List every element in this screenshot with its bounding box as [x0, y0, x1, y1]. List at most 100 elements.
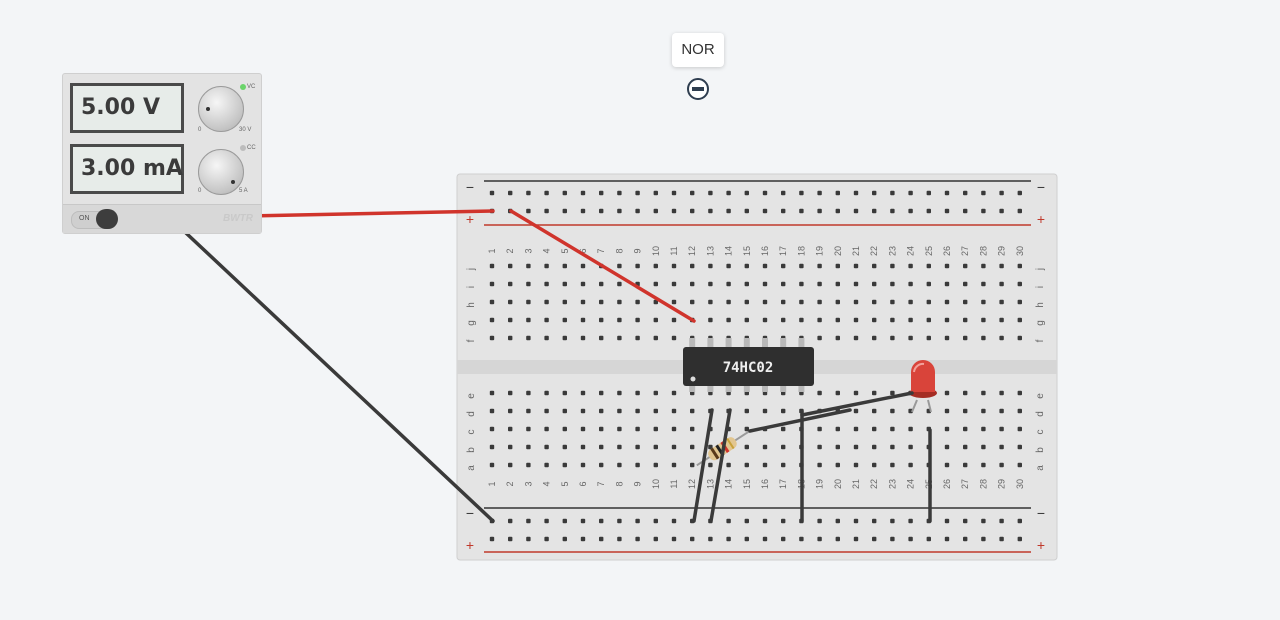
breadboard-hole[interactable] — [872, 263, 877, 269]
breadboard-hole[interactable] — [508, 317, 513, 323]
breadboard-hole[interactable] — [635, 190, 640, 196]
breadboard-hole[interactable] — [671, 408, 677, 414]
breadboard-hole[interactable] — [544, 462, 549, 468]
breadboard-hole[interactable] — [853, 426, 859, 432]
breadboard-hole[interactable] — [853, 335, 859, 341]
breadboard-hole[interactable] — [908, 408, 913, 414]
zoom-out-button[interactable] — [687, 78, 709, 100]
breadboard-hole[interactable] — [580, 335, 586, 341]
breadboard-hole[interactable] — [835, 444, 840, 450]
current-knob[interactable] — [198, 149, 244, 195]
breadboard-hole[interactable] — [599, 208, 604, 214]
breadboard-hole[interactable] — [744, 444, 749, 450]
breadboard-hole[interactable] — [562, 518, 567, 524]
breadboard-hole[interactable] — [562, 190, 567, 196]
breadboard-hole[interactable] — [580, 281, 586, 287]
breadboard-hole[interactable] — [872, 317, 877, 323]
breadboard-hole[interactable] — [617, 536, 622, 542]
breadboard-hole[interactable] — [872, 208, 877, 214]
breadboard-hole[interactable] — [562, 299, 567, 305]
breadboard-hole[interactable] — [817, 462, 822, 468]
breadboard-hole[interactable] — [762, 408, 768, 414]
breadboard-hole[interactable] — [489, 444, 495, 450]
breadboard-hole[interactable] — [1017, 190, 1022, 196]
breadboard-hole[interactable] — [690, 190, 695, 196]
breadboard-hole[interactable] — [981, 408, 986, 414]
breadboard-hole[interactable] — [635, 263, 640, 269]
vcc-wire-red[interactable] — [509, 209, 696, 323]
breadboard-hole[interactable] — [671, 299, 677, 305]
breadboard-hole[interactable] — [908, 299, 913, 305]
breadboard-hole[interactable] — [926, 208, 931, 214]
breadboard-hole[interactable] — [617, 444, 622, 450]
breadboard-hole[interactable] — [489, 281, 495, 287]
breadboard-hole[interactable] — [872, 444, 877, 450]
power-switch[interactable]: ON — [71, 209, 118, 229]
breadboard-hole[interactable] — [653, 426, 658, 432]
breadboard-hole[interactable] — [853, 263, 859, 269]
breadboard-hole[interactable] — [526, 281, 531, 287]
breadboard-hole[interactable] — [671, 444, 677, 450]
breadboard-hole[interactable] — [908, 281, 913, 287]
breadboard-hole[interactable] — [963, 317, 968, 323]
breadboard-hole[interactable] — [671, 426, 677, 432]
breadboard-hole[interactable] — [726, 536, 731, 542]
breadboard-hole[interactable] — [744, 518, 749, 524]
breadboard-hole[interactable] — [544, 299, 549, 305]
breadboard-hole[interactable] — [508, 335, 513, 341]
breadboard-hole[interactable] — [799, 299, 804, 305]
breadboard-hole[interactable] — [926, 281, 931, 287]
breadboard-hole[interactable] — [708, 281, 713, 287]
breadboard-hole[interactable] — [580, 444, 586, 450]
breadboard-hole[interactable] — [872, 426, 877, 432]
breadboard-hole[interactable] — [981, 281, 986, 287]
breadboard-hole[interactable] — [617, 390, 622, 396]
breadboard-hole[interactable] — [781, 299, 786, 305]
breadboard-hole[interactable] — [635, 390, 640, 396]
breadboard-hole[interactable] — [835, 518, 840, 524]
output-wire-black[interactable] — [800, 391, 914, 417]
breadboard-hole[interactable] — [944, 444, 950, 450]
breadboard-hole[interactable] — [781, 317, 786, 323]
breadboard-hole[interactable] — [835, 317, 840, 323]
breadboard-hole[interactable] — [580, 317, 586, 323]
breadboard-hole[interactable] — [489, 426, 495, 432]
breadboard-hole[interactable] — [1017, 518, 1022, 524]
breadboard-hole[interactable] — [580, 208, 586, 214]
breadboard-hole[interactable] — [562, 444, 567, 450]
breadboard-hole[interactable] — [963, 444, 968, 450]
ground-wire-black[interactable] — [168, 216, 495, 523]
breadboard-hole[interactable] — [708, 444, 713, 450]
breadboard-hole[interactable] — [744, 426, 749, 432]
breadboard-hole[interactable] — [781, 208, 786, 214]
breadboard-hole[interactable] — [835, 426, 840, 432]
breadboard-hole[interactable] — [999, 444, 1004, 450]
breadboard-hole[interactable] — [853, 281, 859, 287]
breadboard-hole[interactable] — [708, 536, 713, 542]
breadboard-hole[interactable] — [963, 462, 968, 468]
breadboard-hole[interactable] — [963, 390, 968, 396]
breadboard-hole[interactable] — [944, 518, 950, 524]
breadboard-hole[interactable] — [508, 263, 513, 269]
breadboard-hole[interactable] — [526, 408, 531, 414]
resistor-wire[interactable] — [748, 408, 852, 433]
breadboard-hole[interactable] — [981, 426, 986, 432]
breadboard-hole[interactable] — [944, 408, 950, 414]
breadboard-hole[interactable] — [489, 317, 495, 323]
breadboard-hole[interactable] — [781, 518, 786, 524]
breadboard-hole[interactable] — [526, 190, 531, 196]
breadboard-hole[interactable] — [817, 518, 822, 524]
breadboard-hole[interactable] — [908, 426, 913, 432]
breadboard-hole[interactable] — [926, 190, 931, 196]
breadboard-hole[interactable] — [872, 299, 877, 305]
breadboard-hole[interactable] — [890, 408, 895, 414]
breadboard-hole[interactable] — [1017, 390, 1022, 396]
breadboard-hole[interactable] — [926, 536, 931, 542]
breadboard-hole[interactable] — [926, 263, 931, 269]
breadboard-hole[interactable] — [817, 536, 822, 542]
breadboard-hole[interactable] — [817, 390, 822, 396]
breadboard-hole[interactable] — [562, 208, 567, 214]
breadboard-hole[interactable] — [580, 408, 586, 414]
breadboard-hole[interactable] — [981, 536, 986, 542]
breadboard-hole[interactable] — [762, 263, 768, 269]
